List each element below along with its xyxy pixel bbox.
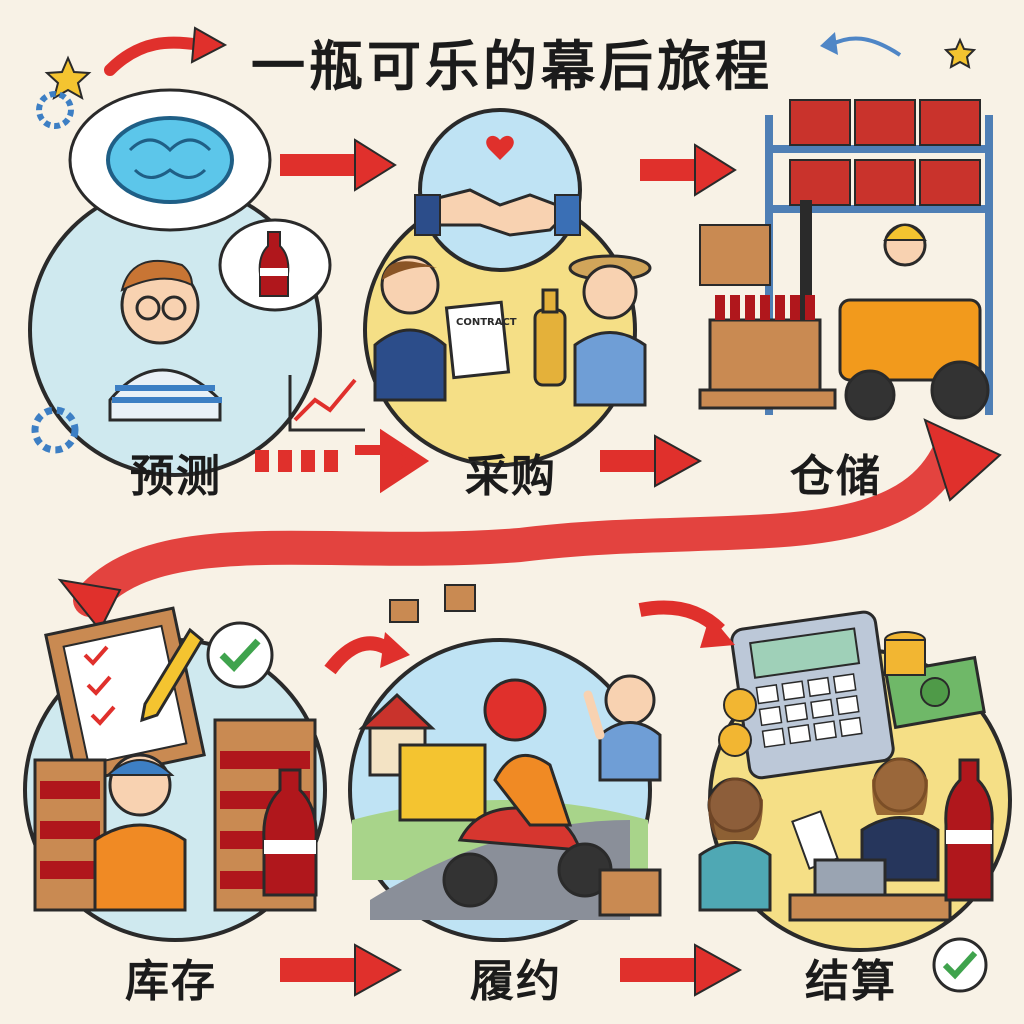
heart-icon	[486, 135, 514, 160]
cola-boxes-icon	[789, 99, 981, 206]
flow-arrow-icon	[600, 434, 703, 488]
title-arrow-left-icon	[104, 26, 228, 76]
flow-arrow-icon	[324, 632, 410, 675]
thinking-person-icon	[108, 259, 222, 422]
star-icon	[943, 37, 977, 69]
flow-arrow-icon	[280, 138, 397, 192]
parcel-box-icon	[389, 584, 662, 917]
check-badge-icon	[206, 621, 274, 689]
forecast-scene	[28, 88, 365, 477]
farmer-icon	[568, 254, 652, 407]
warehouse-scene	[698, 99, 993, 421]
flow-arrow-icon	[255, 428, 430, 494]
cash-register-icon	[788, 858, 952, 922]
settlement-scene	[698, 610, 1012, 952]
step-label-warehousing: 仓储	[790, 451, 882, 502]
step-label-forecast: 预测	[130, 451, 222, 502]
cola-bottle-icon	[262, 768, 318, 897]
customer-woman-icon	[698, 777, 772, 912]
businessman-icon	[373, 255, 447, 402]
gear-icon	[31, 91, 79, 454]
forklift-icon	[800, 200, 990, 421]
scooter-delivery-icon	[398, 678, 613, 908]
flow-arrow-icon	[280, 943, 403, 997]
contract-label: CONTRACT	[456, 317, 517, 328]
procurement-scene: CONTRACT	[363, 108, 652, 467]
star-icon	[44, 55, 92, 101]
coin-stack-icon	[718, 631, 926, 757]
cola-bottle-icon	[258, 231, 290, 297]
warehouse-worker-icon	[93, 753, 187, 912]
trend-chart-icon	[288, 375, 365, 432]
check-badge-icon	[932, 937, 988, 993]
inventory-scene	[23, 606, 327, 942]
step-label-procurement: 采购	[465, 451, 557, 502]
step-label-settlement: 结算	[805, 956, 897, 1007]
cola-bottle-icon	[944, 758, 994, 902]
row-connector-arrow-icon	[57, 418, 1002, 632]
waving-customer-icon	[583, 674, 662, 782]
bottle-icon	[533, 288, 567, 387]
page-title: 一瓶可乐的幕后旅程	[251, 35, 773, 98]
flow-arrow-icon	[640, 143, 737, 197]
step-label-fulfillment: 履约	[470, 956, 562, 1007]
flow-arrow-icon	[638, 600, 735, 648]
step-label-inventory: 库存	[125, 956, 217, 1007]
title-arrow-right-icon	[820, 32, 902, 57]
brain-icon	[106, 116, 234, 204]
pencil-icon	[140, 627, 204, 723]
calculator-icon	[730, 610, 895, 780]
handshake-icon	[414, 188, 581, 237]
fulfillment-scene	[348, 584, 662, 942]
flow-arrow-icon	[620, 943, 743, 997]
contract-document-icon: CONTRACT	[444, 300, 517, 380]
bottle-crate-icon	[698, 295, 837, 410]
